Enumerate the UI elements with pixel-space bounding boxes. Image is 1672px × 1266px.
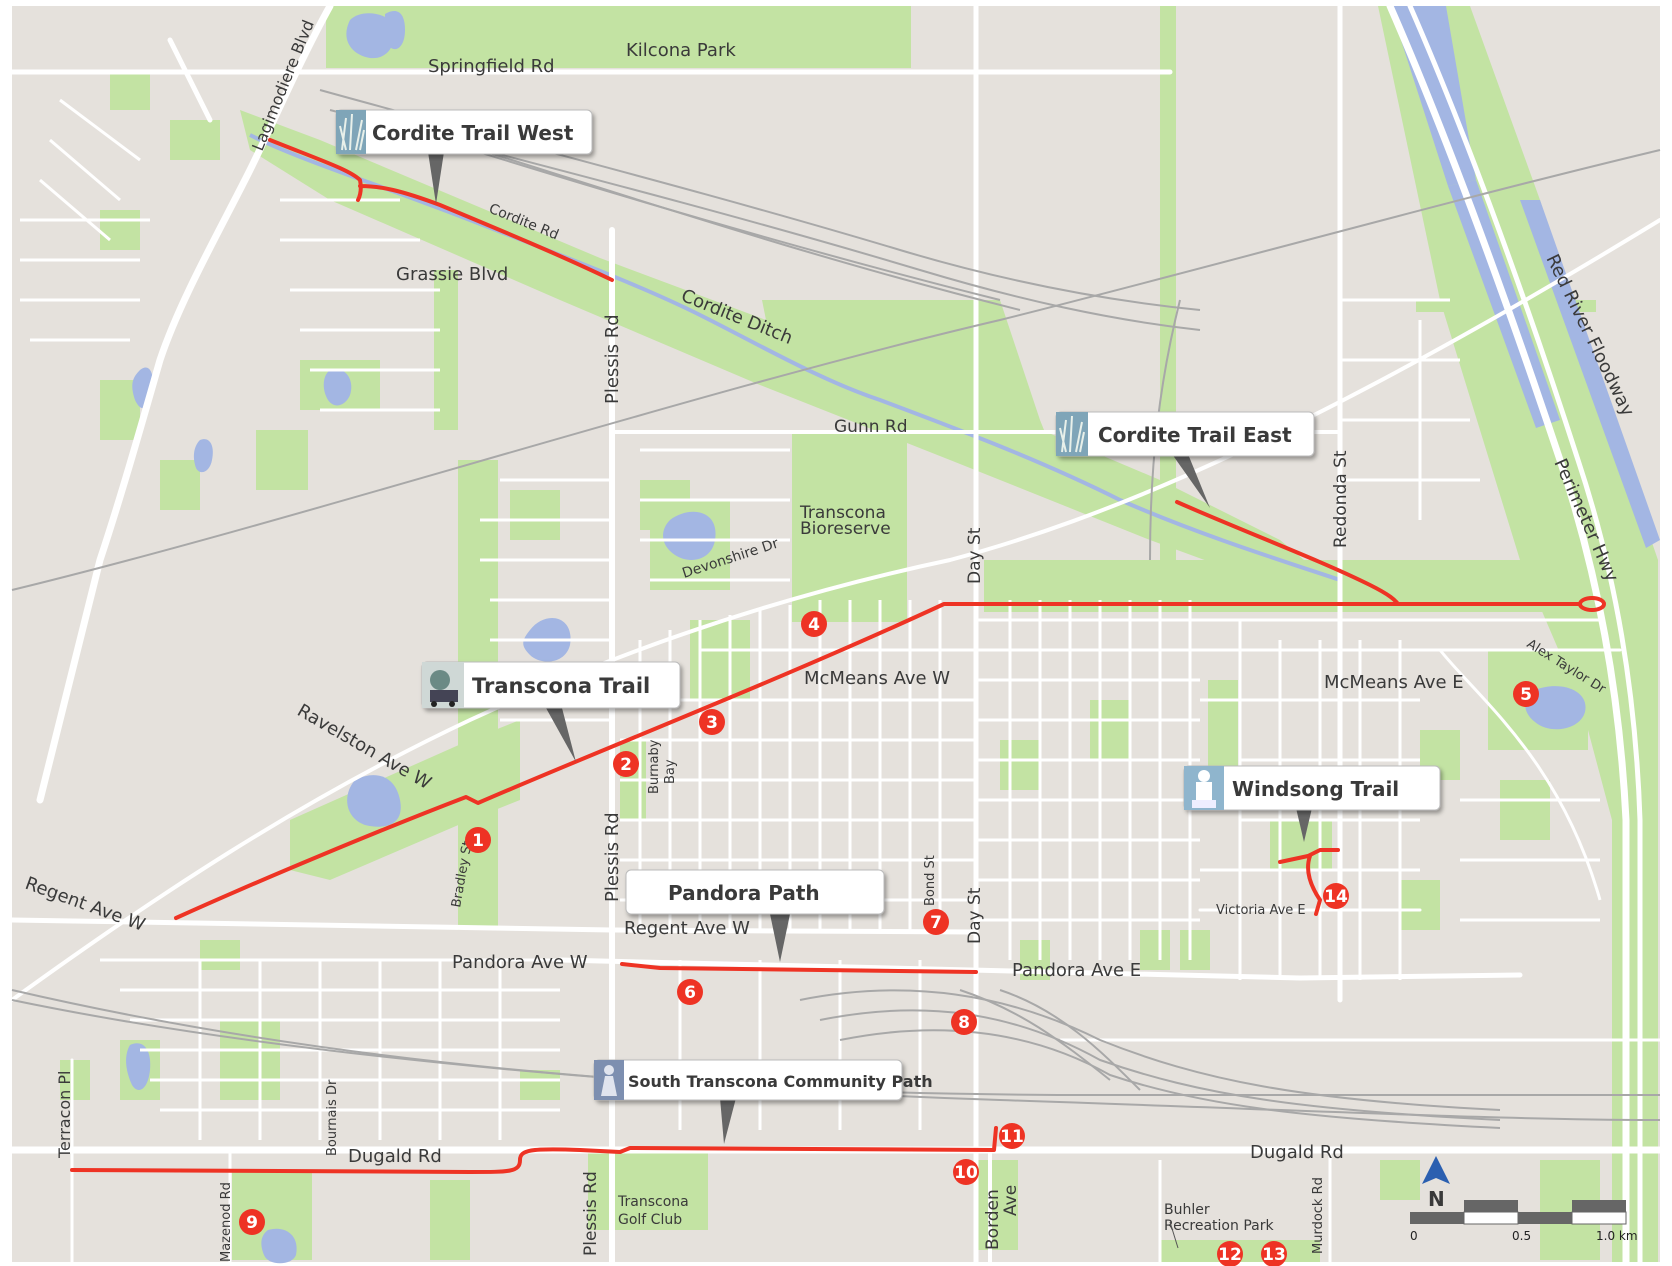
street-label: Pandora Ave W bbox=[452, 952, 588, 973]
marker-11[interactable]: 11 bbox=[999, 1123, 1025, 1149]
street-label: Borden bbox=[983, 1189, 1003, 1250]
svg-text:Transcona Trail: Transcona Trail bbox=[472, 674, 650, 698]
grass-icon bbox=[1056, 412, 1088, 456]
park-label-kilcona: Kilcona Park bbox=[626, 40, 736, 61]
street-label: Springfield Rd bbox=[428, 56, 555, 77]
callout-cordite-trail-east[interactable]: Cordite Trail East bbox=[1055, 411, 1315, 508]
windsong-trail-line bbox=[1278, 848, 1340, 916]
svg-text:6: 6 bbox=[684, 983, 696, 1003]
street-label: Victoria Ave E bbox=[1216, 903, 1306, 918]
street-label: Day St bbox=[965, 887, 985, 944]
svg-text:14: 14 bbox=[1324, 887, 1348, 907]
callout-pandora-path[interactable]: Pandora Path bbox=[625, 869, 885, 962]
parks bbox=[60, 6, 1658, 1262]
street-label: Burnaby bbox=[647, 739, 662, 794]
svg-text:Pandora Path: Pandora Path bbox=[668, 881, 820, 905]
svg-text:13: 13 bbox=[1262, 1245, 1286, 1265]
svg-text:4: 4 bbox=[808, 615, 820, 635]
marker-1[interactable]: 1 bbox=[465, 827, 491, 853]
street-label: Plessis Rd bbox=[581, 1171, 601, 1256]
scale-bar: 0 0.5 1.0 km bbox=[1410, 1200, 1638, 1243]
cordite-trail-east-line bbox=[1175, 500, 1582, 606]
street-label: Redonda St bbox=[1331, 450, 1351, 548]
street-label: Bond St bbox=[923, 855, 938, 906]
street-label: McMeans Ave E bbox=[1324, 672, 1464, 693]
numbered-markers: 1 2 3 4 5 6 7 8 9 10 11 12 13 14 bbox=[239, 611, 1539, 1266]
street-label: Regent Ave W bbox=[624, 918, 750, 939]
street-label: Plessis Rd bbox=[602, 314, 623, 404]
svg-text:5: 5 bbox=[1520, 685, 1532, 705]
street-label: Dugald Rd bbox=[1250, 1142, 1344, 1163]
pandora-path-line bbox=[620, 962, 978, 974]
marker-3[interactable]: 3 bbox=[699, 709, 725, 735]
callout-south-transcona-community-path[interactable]: South Transcona Community Path bbox=[593, 1059, 933, 1144]
svg-text:0: 0 bbox=[1410, 1229, 1418, 1243]
street-label: Gunn Rd bbox=[834, 417, 908, 437]
street-label: Terracon Pl bbox=[55, 1071, 74, 1159]
park-label: Recreation Park bbox=[1164, 1218, 1274, 1234]
svg-text:7: 7 bbox=[930, 913, 942, 933]
trails bbox=[70, 138, 1606, 1174]
grass-icon bbox=[336, 110, 366, 154]
street-label: Ave bbox=[1001, 1185, 1021, 1216]
street-label: Bay bbox=[663, 759, 678, 784]
north-arrow-icon: N bbox=[1422, 1156, 1450, 1211]
park-label: Golf Club bbox=[618, 1212, 682, 1228]
park-label: Transcona bbox=[799, 503, 886, 523]
svg-text:Windsong Trail: Windsong Trail bbox=[1232, 777, 1399, 801]
marker-12[interactable]: 12 bbox=[1217, 1241, 1243, 1266]
svg-text:11: 11 bbox=[1000, 1127, 1024, 1147]
svg-text:Cordite Trail East: Cordite Trail East bbox=[1098, 423, 1292, 447]
street-label: Grassie Blvd bbox=[396, 264, 508, 285]
park-label: Buhler bbox=[1164, 1202, 1210, 1218]
street-label: Bournais Dr bbox=[325, 1079, 340, 1156]
marker-5[interactable]: 5 bbox=[1513, 681, 1539, 707]
marker-6[interactable]: 6 bbox=[677, 979, 703, 1005]
street-label: Murdock Rd bbox=[1311, 1177, 1326, 1254]
callout-cordite-trail-west[interactable]: Cordite Trail West bbox=[335, 109, 593, 204]
svg-text:2: 2 bbox=[620, 755, 632, 775]
svg-text:3: 3 bbox=[706, 713, 718, 733]
marker-2[interactable]: 2 bbox=[613, 751, 639, 777]
marker-9[interactable]: 9 bbox=[239, 1209, 265, 1235]
statue-icon bbox=[594, 1060, 624, 1100]
street-label: Mazenod Rd bbox=[219, 1182, 234, 1262]
marker-7[interactable]: 7 bbox=[923, 909, 949, 935]
park-label: Bioreserve bbox=[800, 519, 891, 539]
train-icon bbox=[422, 662, 464, 708]
callout-windsong-trail[interactable]: Windsong Trail bbox=[1183, 765, 1441, 842]
svg-text:1.0 km: 1.0 km bbox=[1596, 1229, 1638, 1243]
south-transcona-path-line bbox=[70, 1126, 998, 1174]
svg-text:10: 10 bbox=[954, 1163, 978, 1183]
marker-10[interactable]: 10 bbox=[953, 1159, 979, 1185]
street-label: McMeans Ave W bbox=[804, 668, 950, 689]
svg-text:0.5: 0.5 bbox=[1512, 1229, 1531, 1243]
park-label: Transcona bbox=[617, 1194, 689, 1210]
marker-4[interactable]: 4 bbox=[801, 611, 827, 637]
street-label: Pandora Ave E bbox=[1012, 960, 1141, 981]
trail-callouts: Cordite Trail West Cordite Trail East Tr… bbox=[335, 109, 1441, 1144]
svg-text:9: 9 bbox=[246, 1213, 258, 1233]
marker-14[interactable]: 14 bbox=[1323, 883, 1349, 909]
cordite-trail-west-line bbox=[268, 138, 614, 282]
marker-13[interactable]: 13 bbox=[1261, 1241, 1287, 1266]
map-land bbox=[12, 6, 1660, 1262]
svg-text:12: 12 bbox=[1218, 1245, 1242, 1265]
street-label: Plessis Rd bbox=[602, 812, 623, 902]
svg-text:8: 8 bbox=[958, 1013, 970, 1033]
street-label: Dugald Rd bbox=[348, 1146, 442, 1167]
svg-text:South Transcona Community Path: South Transcona Community Path bbox=[628, 1072, 933, 1091]
marker-8[interactable]: 8 bbox=[951, 1009, 977, 1035]
lighthouse-icon bbox=[1184, 766, 1224, 810]
svg-text:N: N bbox=[1428, 1187, 1445, 1211]
svg-text:1: 1 bbox=[472, 831, 484, 851]
callout-transcona-trail[interactable]: Transcona Trail bbox=[421, 661, 681, 762]
transcona-trail-line bbox=[174, 602, 1400, 920]
street-label: Day St bbox=[965, 527, 985, 584]
svg-text:Cordite Trail West: Cordite Trail West bbox=[372, 121, 574, 145]
